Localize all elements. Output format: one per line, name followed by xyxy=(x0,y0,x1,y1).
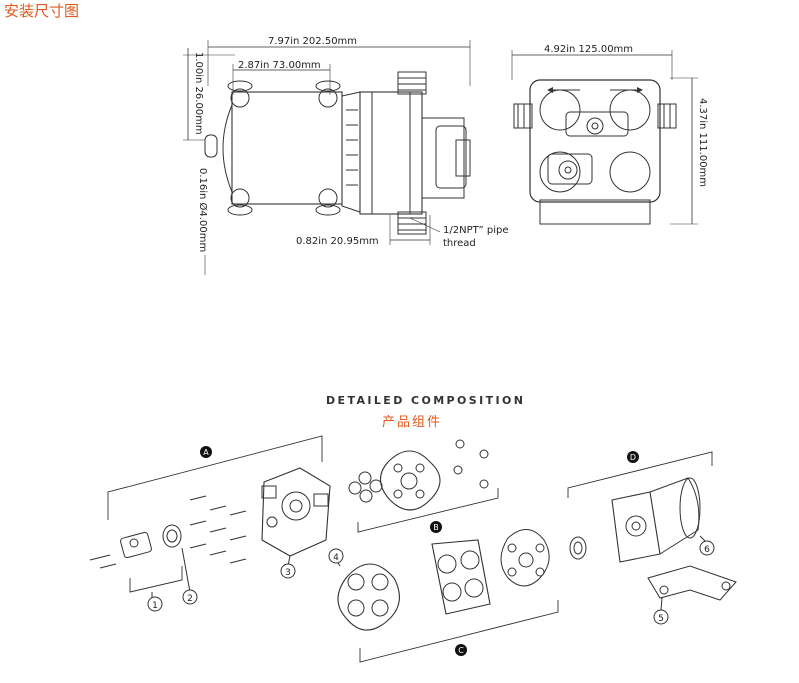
dim-hole: 0.16in Ø4.00mm xyxy=(197,168,209,252)
part-numbers: 1 2 3 4 5 6 xyxy=(152,545,710,624)
composition-subtitle: 产品组件 xyxy=(382,415,442,430)
dim-front-width: 4.92in 125.00mm xyxy=(544,44,633,55)
group-label-a: A xyxy=(203,448,209,457)
group-label-d: D xyxy=(630,453,636,462)
dim-port-offset: 0.82in 20.95mm xyxy=(296,236,379,247)
dim-partial-length: 2.87in 73.00mm xyxy=(238,60,321,71)
part-number-6: 6 xyxy=(704,545,710,555)
part-number-4: 4 xyxy=(333,553,339,563)
dim-thread-line1: 1/2NPT” pipe xyxy=(443,225,508,236)
part-number-2: 2 xyxy=(187,594,193,604)
page-title: 安装尺寸图 xyxy=(4,2,80,20)
dim-front-height: 4.37in 111.00mm xyxy=(697,98,708,187)
part-number-1: 1 xyxy=(152,601,158,611)
pump-side-view xyxy=(183,40,471,275)
dim-thread-line2: thread xyxy=(443,238,476,249)
dim-overall-length: 7.97in 202.50mm xyxy=(268,36,357,47)
dim-height-left: 1.00in 26.00mm xyxy=(193,52,204,135)
exploded-view xyxy=(89,435,737,663)
part-labels xyxy=(147,535,715,625)
group-label-b: B xyxy=(433,523,439,532)
part-number-5: 5 xyxy=(658,614,664,624)
group-label-c: C xyxy=(458,646,464,655)
part-number-3: 3 xyxy=(285,568,291,578)
composition-title: DETAILED COMPOSITION xyxy=(326,394,525,407)
pump-front-view xyxy=(511,50,698,225)
group-labels: A B C D xyxy=(200,446,639,656)
